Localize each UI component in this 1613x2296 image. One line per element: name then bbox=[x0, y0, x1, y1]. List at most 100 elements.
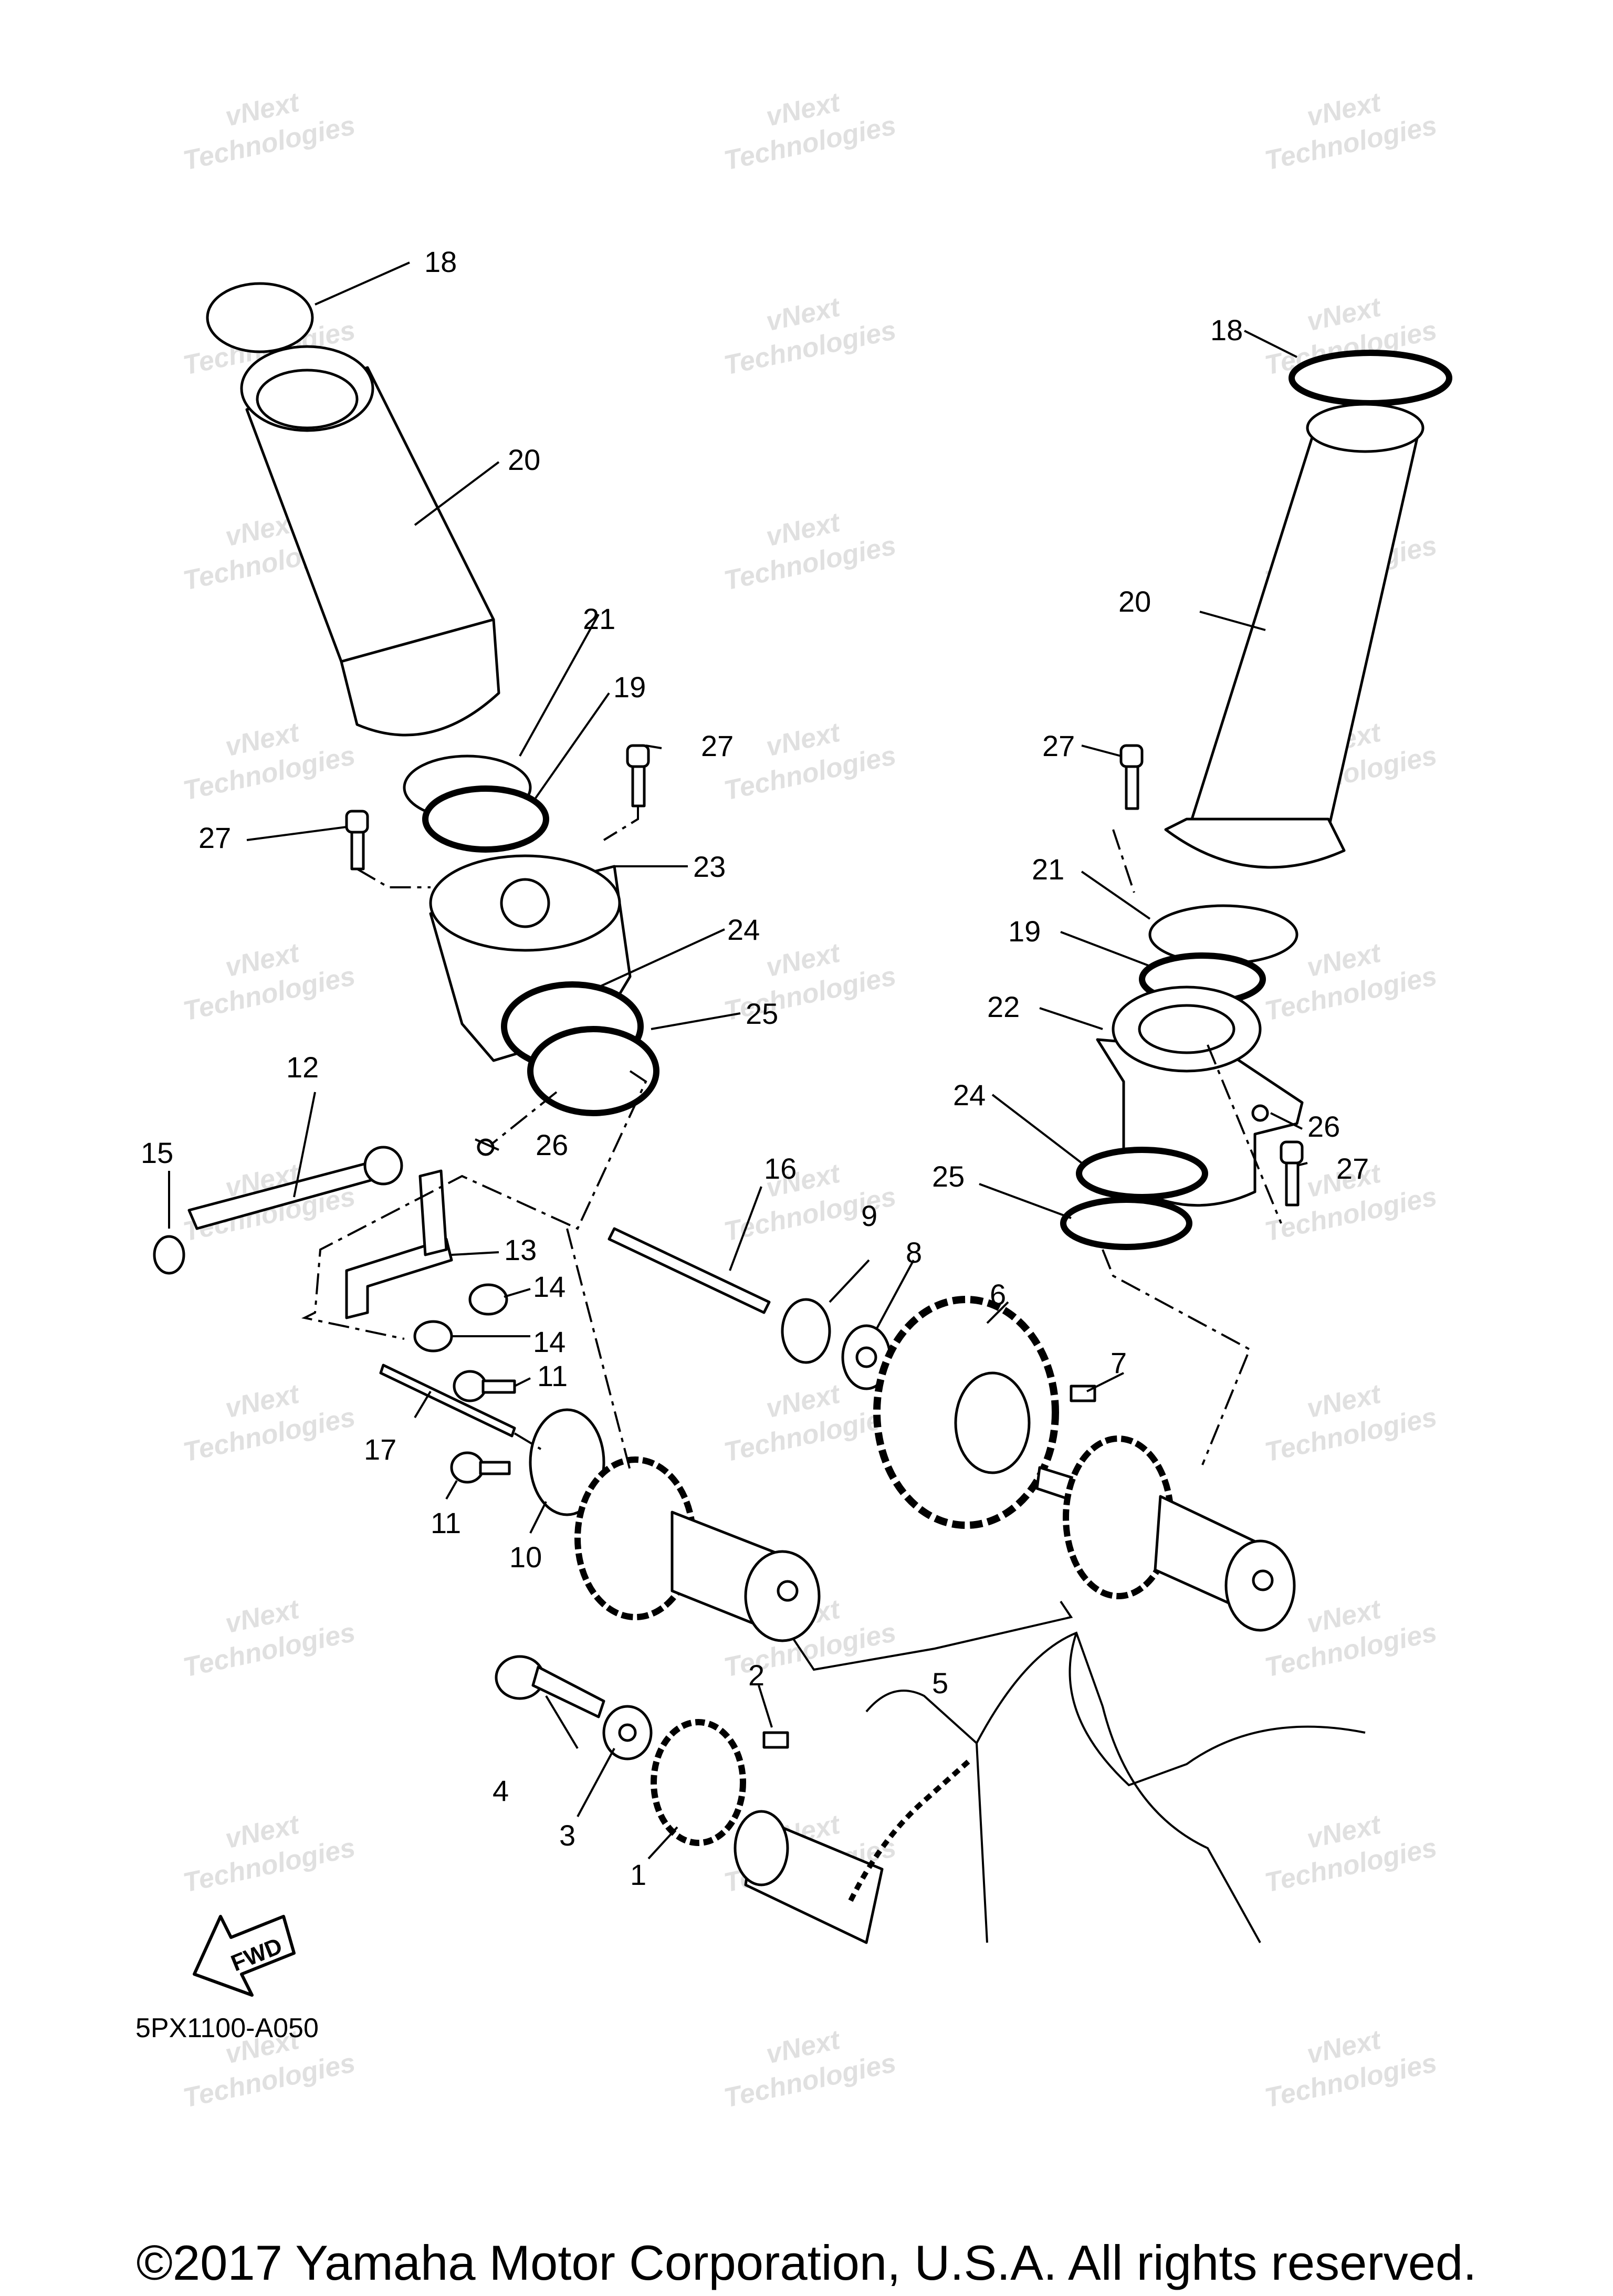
pin-path-left bbox=[490, 1091, 558, 1146]
bolt-27-left-b bbox=[626, 744, 650, 808]
callout-label: 18 bbox=[424, 245, 457, 278]
o-ring-18-right bbox=[1289, 350, 1452, 406]
holder-bore-right bbox=[1138, 1004, 1235, 1054]
bolt-path-left-b bbox=[603, 806, 639, 841]
bolt-4 bbox=[495, 1655, 605, 1718]
callout-label: 26 bbox=[1307, 1110, 1340, 1143]
copyright-notice: ©2017 Yamaha Motor Corporation, U.S.A. A… bbox=[136, 2235, 1477, 2290]
shaft-12-lever bbox=[363, 1146, 403, 1186]
callout-label: 3 bbox=[559, 1819, 575, 1852]
bolt-path-left-a bbox=[356, 868, 431, 888]
o-ring-25-left bbox=[527, 1026, 659, 1116]
callout-label: 20 bbox=[1118, 585, 1151, 618]
callout-label: 27 bbox=[1336, 1152, 1369, 1185]
callout-label: 26 bbox=[536, 1128, 568, 1161]
o-ring-25-right bbox=[1060, 1197, 1192, 1250]
callout-label: 5 bbox=[932, 1666, 948, 1700]
bolt-path-right-a bbox=[1112, 829, 1135, 893]
tube-collar-left bbox=[340, 618, 500, 737]
pin-26-right bbox=[1251, 1104, 1269, 1122]
washer-8-hole bbox=[855, 1346, 877, 1368]
callout-label: 27 bbox=[701, 729, 734, 762]
callout-label: 13 bbox=[504, 1233, 537, 1266]
holder-bore-left bbox=[500, 878, 550, 928]
linkage-assembly: FWD bbox=[153, 1146, 1366, 1997]
callout-label: 23 bbox=[693, 850, 726, 883]
bolt-27-right-a bbox=[1119, 744, 1144, 810]
callout-label: 19 bbox=[1008, 915, 1041, 948]
callout-label: 8 bbox=[906, 1236, 922, 1269]
tube-top-rim-right bbox=[1306, 403, 1425, 453]
callout-label: 20 bbox=[508, 443, 540, 476]
callout-label: 21 bbox=[583, 602, 615, 635]
o-ring-19-left bbox=[422, 785, 549, 853]
left-assembly bbox=[206, 282, 659, 1156]
gear-1 bbox=[651, 1719, 746, 1846]
engine-case-outline bbox=[865, 1631, 1366, 1943]
diagram-code: 5PX1100-A050 bbox=[135, 2013, 319, 2043]
callout-label: 21 bbox=[1032, 853, 1064, 886]
callout-label: 10 bbox=[509, 1540, 542, 1574]
crankshaft-end-face bbox=[734, 1810, 789, 1886]
callout-label: 6 bbox=[990, 1278, 1006, 1311]
crank-gear-teeth bbox=[848, 1757, 973, 1902]
o-ring-24-right bbox=[1076, 1147, 1208, 1200]
callout-label: 24 bbox=[953, 1078, 986, 1112]
callout-label: 12 bbox=[286, 1051, 319, 1084]
tube-top-bore-left bbox=[256, 369, 359, 429]
washer-15 bbox=[153, 1235, 185, 1275]
callout-label: 11 bbox=[431, 1506, 461, 1539]
callout-label: 14 bbox=[533, 1270, 565, 1303]
callout-label: 15 bbox=[141, 1136, 173, 1169]
callout-label: 27 bbox=[198, 821, 231, 854]
callout-label: 4 bbox=[493, 1774, 509, 1807]
callout-label: 9 bbox=[861, 1199, 877, 1232]
camshaft-5-left bbox=[574, 1456, 821, 1642]
bolt-path-right-b bbox=[1207, 1044, 1282, 1224]
plate-13-arm bbox=[418, 1169, 448, 1256]
callout-label: 7 bbox=[1111, 1346, 1127, 1379]
screw-14-a bbox=[468, 1283, 508, 1316]
bolt-27-left-a bbox=[345, 810, 369, 871]
callout-label: 11 bbox=[537, 1359, 568, 1392]
leader-lines bbox=[168, 261, 1308, 1860]
callout-label: 24 bbox=[727, 913, 760, 946]
callout-label: 18 bbox=[1210, 313, 1243, 347]
gear-6-hub bbox=[954, 1371, 1031, 1474]
plate-10 bbox=[529, 1408, 605, 1516]
screw-11-a bbox=[453, 1370, 516, 1402]
rod-17 bbox=[379, 1364, 516, 1438]
callout-label: 14 bbox=[533, 1325, 565, 1358]
callout-label: 25 bbox=[932, 1160, 965, 1193]
callout-label: 17 bbox=[364, 1433, 396, 1466]
right-assembly bbox=[1060, 350, 1452, 1250]
tube-collar-right bbox=[1164, 817, 1346, 869]
callout-label: 2 bbox=[748, 1659, 764, 1692]
collar-9 bbox=[781, 1298, 831, 1364]
callout-label: 22 bbox=[987, 990, 1020, 1023]
washer-3-hole bbox=[618, 1723, 637, 1742]
rod-16 bbox=[608, 1227, 771, 1314]
screw-11-b bbox=[450, 1451, 511, 1484]
callout-label: 27 bbox=[1042, 729, 1075, 762]
camshaft-5-right bbox=[1035, 1435, 1296, 1632]
fwd-arrow-icon: FWD bbox=[193, 1915, 296, 1997]
bolt-27-right-b bbox=[1280, 1140, 1304, 1207]
callout-label: 25 bbox=[746, 997, 778, 1030]
